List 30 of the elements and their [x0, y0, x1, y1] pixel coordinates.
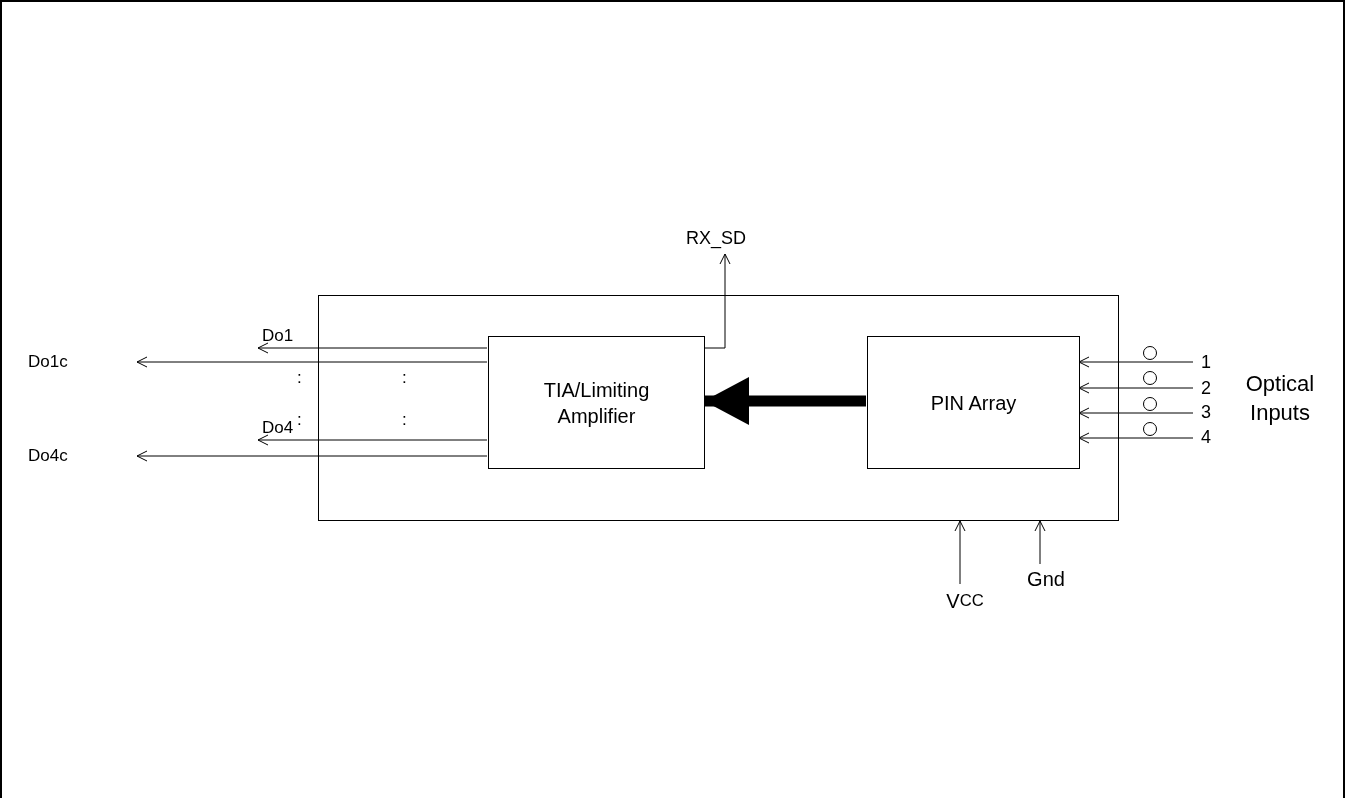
arrow: [954, 520, 966, 585]
ellipsis-mark: :: [297, 410, 302, 430]
signal-name: Do1c: [28, 351, 137, 373]
process-box: [488, 336, 705, 469]
arrow: [1078, 432, 1194, 444]
block-label: TIA/Limiting Amplifier: [542, 377, 651, 429]
signal-name: 4: [1195, 426, 1217, 448]
arrow: [136, 356, 488, 368]
arrow: [136, 450, 488, 462]
arrow: [1078, 407, 1194, 419]
port-label: Optical Inputs: [1244, 370, 1316, 427]
module-box: [318, 295, 1119, 521]
signal-name: 3: [1195, 401, 1217, 423]
arrow: [257, 342, 488, 354]
signal-name: Gnd: [1024, 566, 1068, 592]
arrow: [257, 434, 488, 446]
signal-name: Do4c: [28, 445, 137, 467]
arrow: [1078, 356, 1194, 368]
process-box: [867, 336, 1080, 469]
arrow: [703, 253, 731, 349]
block-label: PIN Array: [930, 390, 1017, 416]
ellipsis-mark: :: [402, 410, 407, 430]
signal-name: 2: [1195, 377, 1217, 399]
ellipsis-mark: :: [297, 368, 302, 388]
ellipsis-mark: :: [402, 368, 407, 388]
arrow: [1078, 382, 1194, 394]
signal-name: RX_SD: [678, 226, 754, 250]
thick-arrow: [704, 377, 866, 425]
arrow: [1034, 520, 1046, 565]
signal-name: 1: [1195, 351, 1217, 373]
